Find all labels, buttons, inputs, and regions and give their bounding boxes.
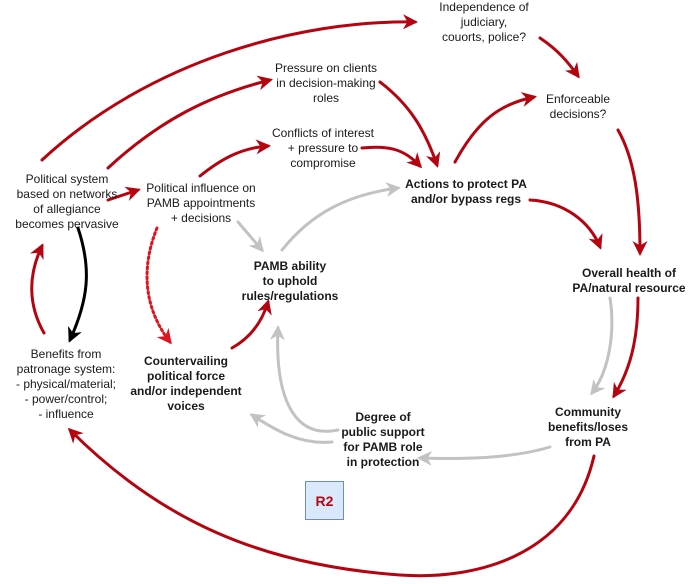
node-text-line: + pressure to [287,141,359,155]
node-text-line: Benefits from [30,347,102,361]
node-text-line: PA/natural resource [572,281,686,295]
node-text-line: couorts, police? [441,30,527,44]
node-text-line: Countervailing [143,354,228,368]
link-public-support-to-pamb-ability [269,325,340,433]
node-text-line: PAMB appointments [146,196,256,210]
node-text-line: Political influence on [146,181,256,195]
node-text-line: PAMB ability [253,259,327,273]
node-text-line: Independence of [439,0,529,14]
link-community-benefits-to-public-support [417,445,552,466]
node-text-line: + decisions [170,211,232,225]
link-public-support-to-countervailing [249,413,334,444]
node-text-line: Community [555,405,621,419]
node-text-line: from PA [565,435,611,449]
link-political-influence-to-pamb-ability [236,220,264,253]
node-text-line: Political system [25,172,109,186]
link-overall-health-to-community-benefits [590,296,614,396]
link-political-influence-to-conflicts-interest [198,139,271,178]
link-political-system-to-independence-judiciary [40,14,418,162]
node-text-line: roles [312,91,340,105]
node-text-line: becomes pervasive [15,217,119,231]
node-text-line: based on networks [16,187,118,201]
node-text-line: benefits/loses [547,420,629,434]
link-community-benefits-to-benefits-patronage [67,427,596,578]
node-text-line: Enforceable [545,92,611,106]
node-text-line: political force [146,369,226,383]
link-political-system-to-pressure-clients [106,75,273,170]
link-pamb-ability-to-actions-protect [280,182,401,252]
link-political-influence-to-countervailing [145,226,172,345]
link-enforceable-decisions-to-overall-health [616,128,648,256]
node-text-line: for PAMB role [343,440,423,454]
node-text-line: compromise [290,156,356,170]
node-text-line: and/or independent [130,384,242,398]
node-text-line: patronage system: [16,362,116,376]
node-text-line: Degree of [355,410,411,424]
node-text-line: to uphold [262,274,318,288]
node-text-line: Actions to protect PA [405,177,527,191]
link-conflicts-interest-to-actions-protect [360,145,423,169]
node-text-line: rules/regulations [241,289,339,303]
node-text-line: judiciary, [460,15,508,29]
link-actions-protect-to-overall-health [528,198,603,250]
link-actions-protect-to-enforceable-decisions [453,92,537,164]
node-text-line: - power/control; [24,392,108,406]
node-text-line: - influence [38,407,94,421]
node-text-line: - physical/material; [15,377,117,391]
node-text-line: Pressure on clients [274,61,378,75]
node-text-line: in decision-making [276,76,376,90]
link-benefits-patronage-to-political-system [30,243,46,335]
node-text-line: in protection [346,455,420,469]
link-overall-health-to-community-benefits [612,296,640,399]
node-text-line: public support [341,425,425,439]
node-text-line: of allegiance [33,202,101,216]
link-political-system-to-benefits-patronage [68,226,88,343]
node-text-line: Conflicts of interest [271,126,375,140]
node-text-line: and/or bypass regs [410,192,522,206]
node-text-line: Overall health of [581,266,677,280]
link-countervailing-to-pamb-ability [230,299,272,350]
link-pressure-clients-to-actions-protect [378,80,441,168]
link-political-system-to-political-influence [106,186,141,202]
links-layer [30,14,648,578]
node-text-line: decisions? [549,107,607,121]
node-text-line: voices [167,399,205,413]
loop-label-r2: R2 [305,481,344,520]
link-independence-judiciary-to-enforceable-decisions [538,36,580,79]
